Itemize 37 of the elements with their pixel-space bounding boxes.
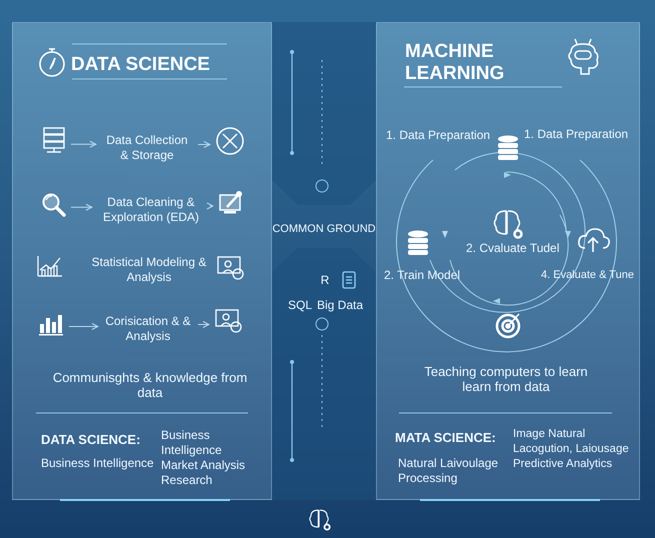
step-text: Data Cleaning & Exploration (EDA) — [97, 195, 205, 225]
panel-card — [12, 22, 272, 500]
label-text: Teaching computers to learn learn from data — [423, 364, 589, 394]
arrow — [68, 323, 98, 330]
label-text: COMMON GROUND — [272, 222, 376, 237]
arrow — [206, 202, 214, 210]
section-heading: MATA SCIENCE: — [395, 430, 497, 445]
search-icon — [41, 192, 66, 217]
bar-chart-icon — [38, 312, 64, 336]
label-text: Statistical Modeling & Analysis — [90, 255, 208, 285]
arrow — [70, 204, 92, 211]
label-text: 4. Evaluate & Tune — [541, 268, 635, 283]
panel-heading: DATA SCIENCE — [71, 54, 211, 76]
presentation-icon — [214, 307, 242, 333]
label-text: Image Natural Lacogution, Laiousage Predictive Analytics — [513, 427, 630, 472]
panel-heading: MACHINE LEARNING — [405, 41, 506, 85]
label-text: Business Intelligence — [41, 456, 155, 471]
label-text: 2. Cvaluate Tudel — [466, 241, 560, 256]
server-icon — [42, 127, 66, 154]
label-text: 1. Data Preparation — [524, 127, 630, 142]
tools-icon — [215, 126, 245, 156]
step-text: Data Collection & Storage — [101, 133, 193, 163]
label-text: Communisghts & knowledge from data — [52, 370, 248, 400]
monitor-wrench-icon — [218, 189, 243, 215]
arrow — [198, 321, 210, 328]
step-text: Corisication & & Analysis — [103, 314, 193, 344]
label-text: Business Intelligence Market Analysis Research — [161, 428, 246, 488]
arrow — [198, 141, 210, 148]
label-text: SQL — [288, 298, 314, 313]
label-text: 1. Data Preparation — [386, 128, 492, 143]
section-heading: DATA SCIENCE: — [41, 432, 142, 447]
panel-card — [376, 22, 640, 500]
label-text: R — [320, 273, 330, 288]
label-text: Big Data — [317, 298, 364, 313]
arrow — [70, 140, 96, 148]
label-text: 2. Train Model — [384, 268, 462, 283]
label-text: Natural Laivoulage Processing — [398, 456, 500, 486]
